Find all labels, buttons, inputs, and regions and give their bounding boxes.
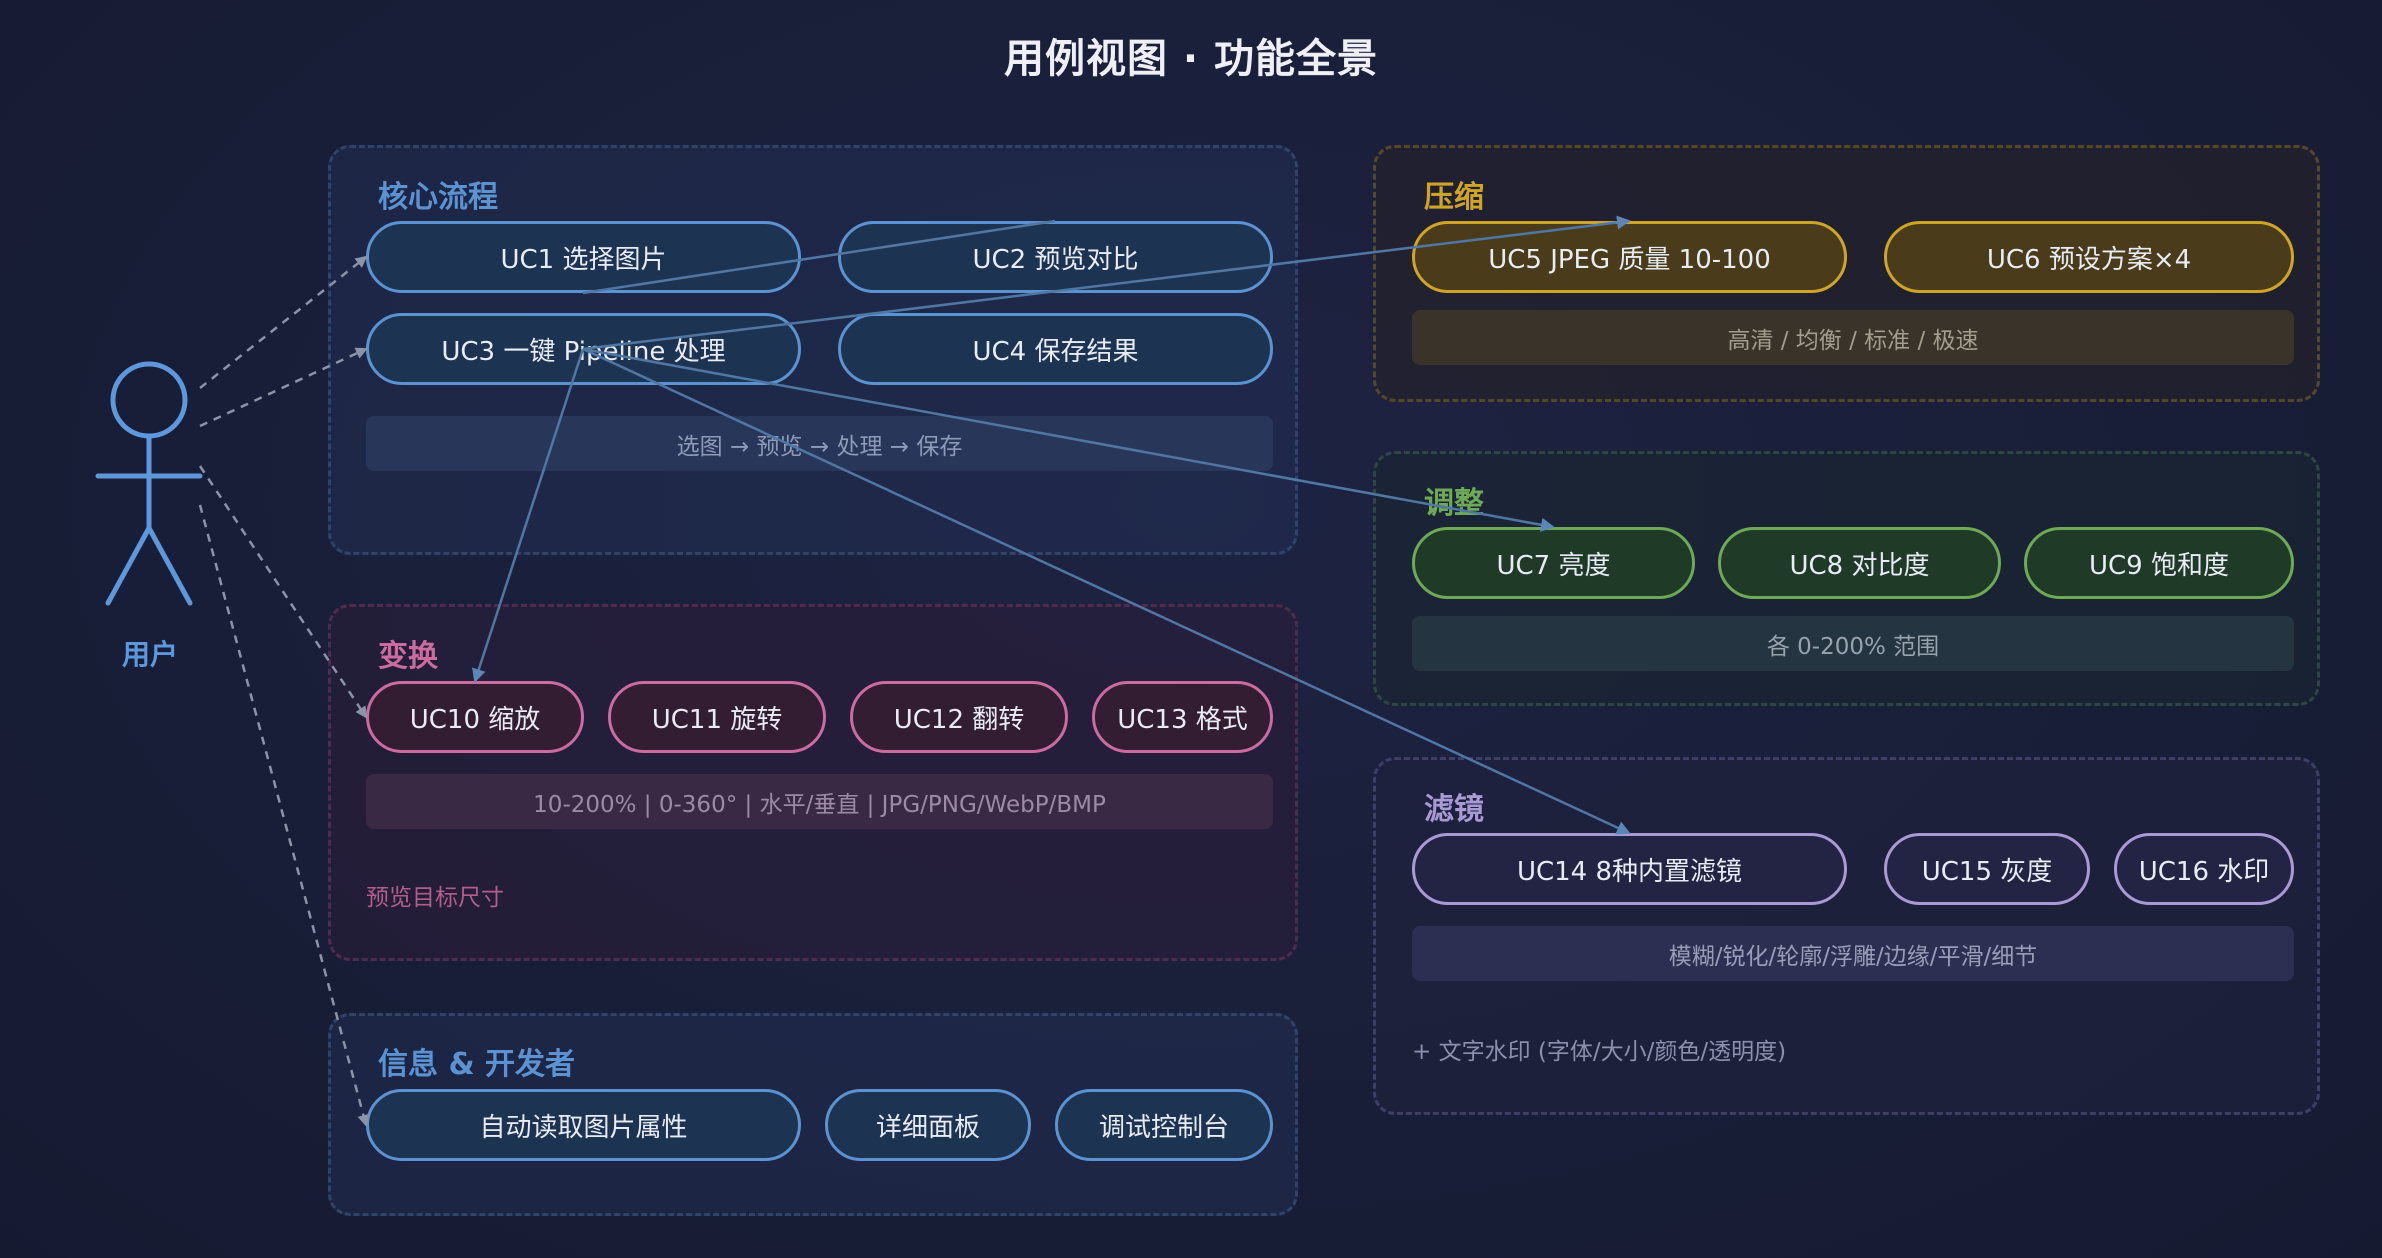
- group-filter-title: 滤镜: [1424, 792, 1484, 827]
- use-case-uc13[interactable]: UC13 格式: [1092, 681, 1273, 753]
- use-case-uc9[interactable]: UC9 饱和度: [2024, 527, 2294, 599]
- group-transform-extra: 预览目标尺寸: [366, 885, 504, 911]
- actor-label: 用户: [121, 638, 178, 671]
- use-case-uc1[interactable]: UC1 选择图片: [366, 221, 801, 293]
- use-case-debug-console[interactable]: 调试控制台: [1055, 1089, 1273, 1161]
- use-case-uc12[interactable]: UC12 翻转: [850, 681, 1068, 753]
- use-case-uc2[interactable]: UC2 预览对比: [838, 221, 1273, 293]
- group-transform-note: 10-200% | 0-360° | 水平/垂直 | JPG/PNG/WebP/…: [366, 774, 1273, 829]
- group-core-note: 选图 → 预览 → 处理 → 保存: [366, 416, 1273, 471]
- use-case-uc15[interactable]: UC15 灰度: [1884, 833, 2090, 905]
- use-case-uc11[interactable]: UC11 旋转: [608, 681, 826, 753]
- use-case-uc3[interactable]: UC3 一键 Pipeline 处理: [366, 313, 801, 385]
- group-compress-note: 高清 / 均衡 / 标准 / 极速: [1412, 310, 2294, 365]
- group-adjust-title: 调整: [1424, 486, 1484, 521]
- use-case-uc14[interactable]: UC14 8种内置滤镜: [1412, 833, 1847, 905]
- group-info-title: 信息 & 开发者: [378, 1047, 576, 1082]
- group-filter-extra: + 文字水印 (字体/大小/颜色/透明度): [1412, 1039, 1787, 1065]
- use-case-uc7[interactable]: UC7 亮度: [1412, 527, 1695, 599]
- use-case-uc5[interactable]: UC5 JPEG 质量 10-100: [1412, 221, 1847, 293]
- group-adjust-note: 各 0-200% 范围: [1412, 616, 2294, 671]
- use-case-read-properties[interactable]: 自动读取图片属性: [366, 1089, 801, 1161]
- use-case-uc6[interactable]: UC6 预设方案×4: [1884, 221, 2294, 293]
- use-case-uc10[interactable]: UC10 缩放: [366, 681, 584, 753]
- group-transform-title: 变换: [378, 639, 438, 674]
- use-case-uc8[interactable]: UC8 对比度: [1718, 527, 2001, 599]
- group-filter-note: 模糊/锐化/轮廓/浮雕/边缘/平滑/细节: [1412, 926, 2294, 981]
- diagram-title: 用例视图 · 功能全景: [1003, 36, 1379, 82]
- group-compress-title: 压缩: [1424, 180, 1484, 215]
- actor-user-icon[interactable]: [95, 361, 203, 606]
- group-core-title: 核心流程: [378, 180, 498, 215]
- use-case-detail-panel[interactable]: 详细面板: [825, 1089, 1031, 1161]
- use-case-uc4[interactable]: UC4 保存结果: [838, 313, 1273, 385]
- use-case-uc16[interactable]: UC16 水印: [2114, 833, 2294, 905]
